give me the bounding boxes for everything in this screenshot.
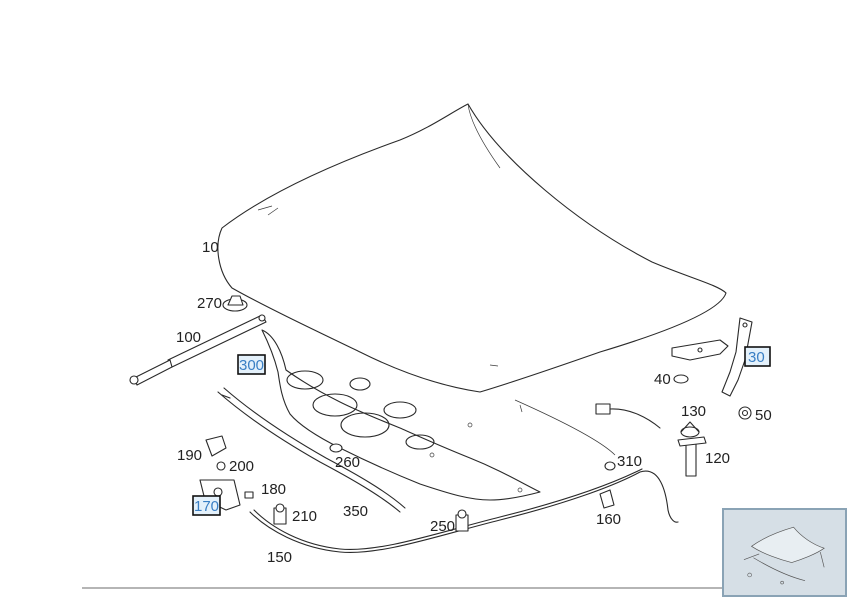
grommet-130[interactable]: [680, 421, 700, 438]
nut-200[interactable]: [216, 461, 226, 471]
screw-180[interactable]: [244, 491, 254, 499]
label-40[interactable]: 40: [654, 371, 671, 388]
label-310[interactable]: 310: [617, 453, 642, 470]
highlight-box-30: [744, 346, 771, 367]
clip-310[interactable]: [604, 461, 616, 471]
label-350[interactable]: 350: [343, 503, 368, 520]
label-260[interactable]: 260: [335, 454, 360, 471]
hood-panel[interactable]: [217, 103, 727, 393]
label-120[interactable]: 120: [705, 450, 730, 467]
hood-prop-rod[interactable]: [677, 436, 707, 477]
label-160[interactable]: 160: [596, 511, 621, 528]
label-100[interactable]: 100: [176, 329, 201, 346]
label-170[interactable]: 170: [194, 498, 219, 515]
hood-hinge[interactable]: [671, 317, 753, 397]
cable-clip[interactable]: [599, 489, 615, 509]
label-210[interactable]: 210: [292, 508, 317, 525]
label-200[interactable]: 200: [229, 458, 254, 475]
highlight-box-300: [237, 354, 266, 375]
label-30[interactable]: 30: [748, 349, 765, 366]
label-130[interactable]: 130: [681, 403, 706, 420]
gas-strut[interactable]: [129, 314, 267, 386]
label-50[interactable]: 50: [755, 407, 772, 424]
bump-stop[interactable]: [222, 295, 248, 312]
label-10[interactable]: 10: [202, 239, 219, 256]
label-250[interactable]: 250: [430, 518, 455, 535]
lock-bracket[interactable]: [205, 435, 227, 457]
clip-260[interactable]: [329, 443, 343, 453]
nut-50[interactable]: [738, 406, 752, 420]
thumbnail-diagram-icon: [743, 526, 825, 585]
label-180[interactable]: 180: [261, 481, 286, 498]
overview-thumbnail[interactable]: [722, 508, 847, 597]
hood-seal-strip[interactable]: [217, 387, 406, 513]
label-270[interactable]: 270: [197, 295, 222, 312]
highlight-box-170: [192, 495, 221, 516]
hood-inner-frame[interactable]: [261, 329, 616, 501]
hood-actuator[interactable]: [455, 509, 469, 532]
label-190[interactable]: 190: [177, 447, 202, 464]
label-150[interactable]: 150: [267, 549, 292, 566]
cable-connector[interactable]: [595, 403, 661, 429]
microswitch[interactable]: [273, 503, 287, 525]
nut-40[interactable]: [673, 374, 689, 384]
release-cable[interactable]: [249, 468, 679, 554]
label-300[interactable]: 300: [239, 357, 264, 374]
